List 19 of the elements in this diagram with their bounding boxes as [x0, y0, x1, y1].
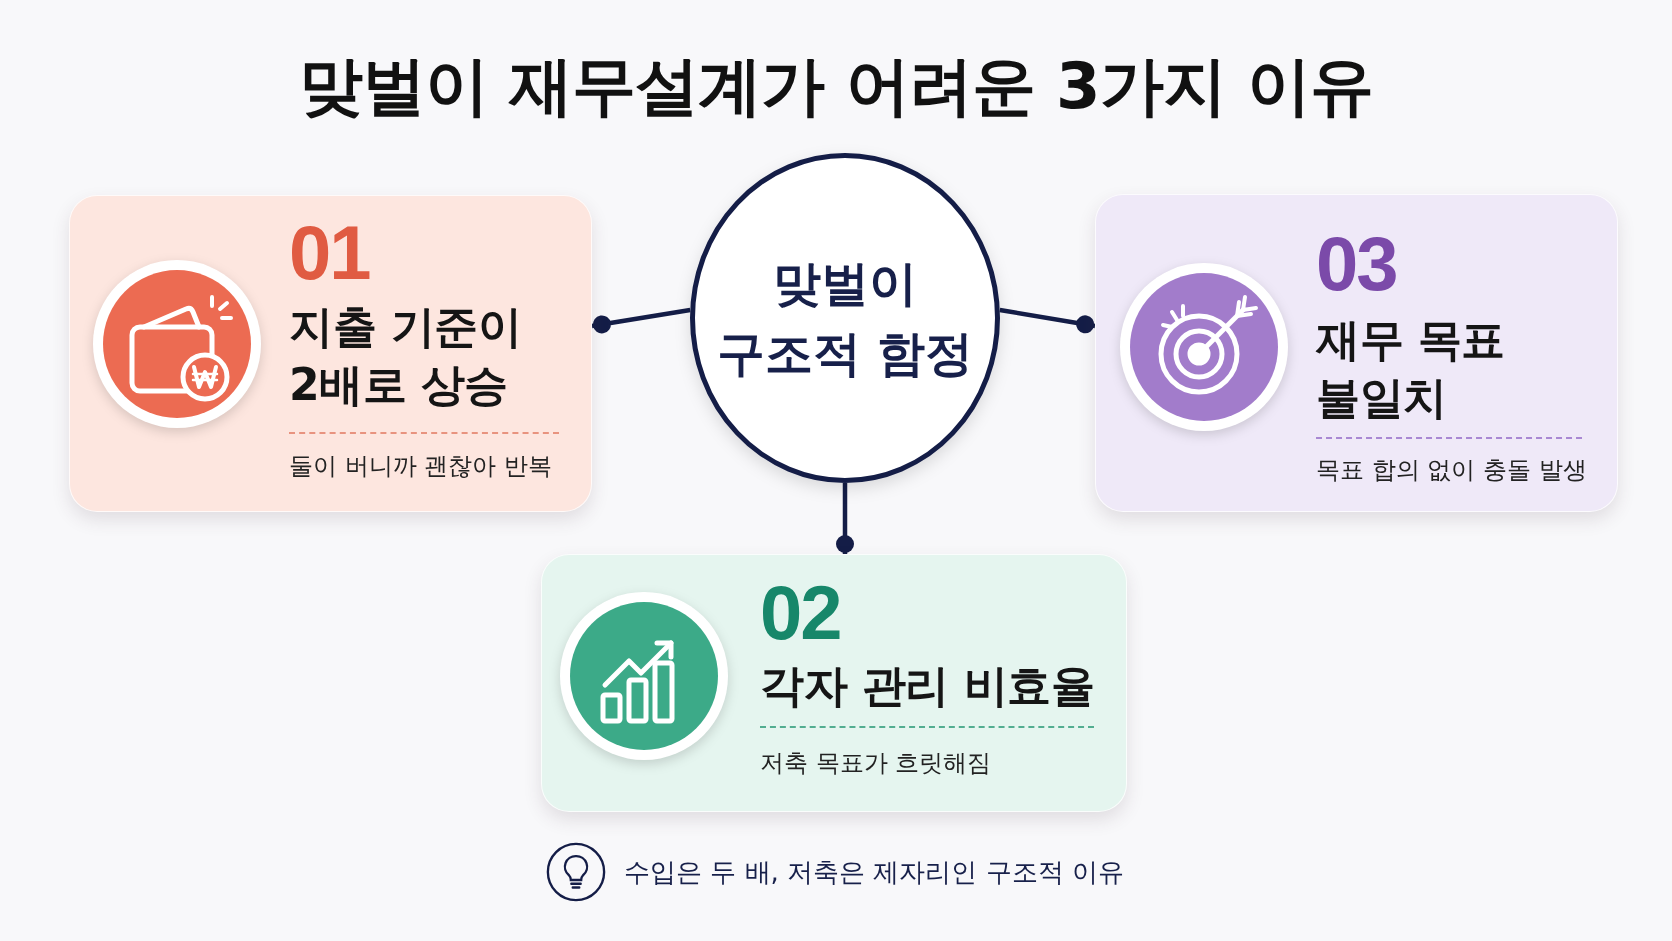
reason-card: [541, 554, 1127, 812]
hub-circle: [690, 153, 1000, 483]
page-title: 맞벌이 재무설계가 어려운 3가지 이유: [299, 48, 1373, 125]
step-number: 01: [289, 223, 370, 283]
step-number: 02: [760, 583, 841, 643]
step-number: 03: [1316, 234, 1397, 294]
card-heading: 각자 관리 비효율: [760, 659, 1096, 713]
connector-line: [591, 307, 691, 334]
reason-card: [69, 195, 592, 512]
connector-line: [836, 483, 854, 554]
card-description: 저축 목표가 흐릿해짐: [760, 748, 992, 779]
hub-label: 맞벌이 구조적 함정: [715, 254, 975, 383]
card-description: 둘이 버니까 괜찮아 반복: [289, 451, 552, 482]
connector-line: [999, 307, 1096, 334]
card-description: 목표 합의 없이 충돌 발생: [1316, 455, 1587, 486]
card-heading: 재무 목표 불일치: [1316, 313, 1506, 425]
reason-card: [1095, 194, 1618, 512]
card-heading: 지출 기준이 2배로 상승: [289, 300, 523, 412]
caption-text: 수입은 두 배, 저축은 제자리인 구조적 이유: [624, 856, 1124, 889]
